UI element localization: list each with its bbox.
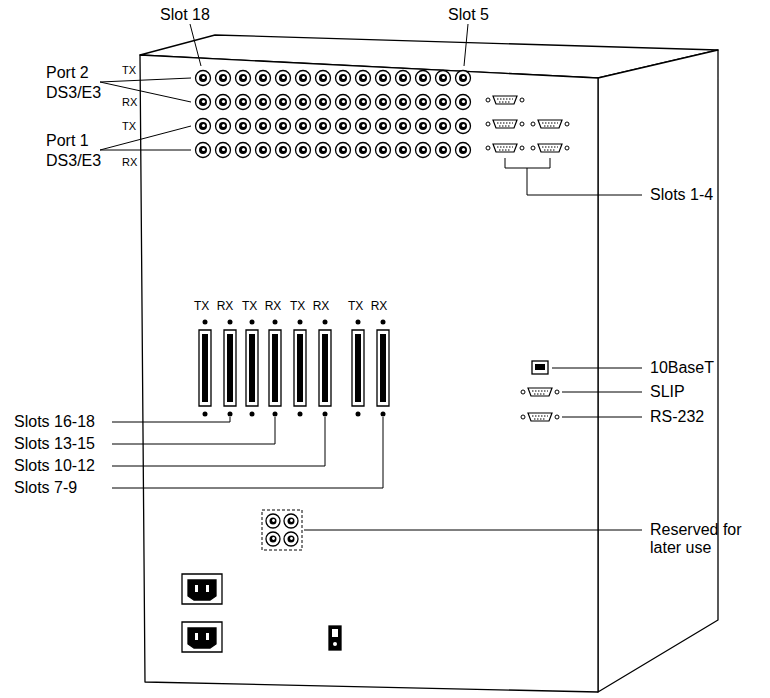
signal-label: TX: [122, 120, 136, 132]
power-inlet: [182, 574, 222, 604]
reserved-connectors: [262, 510, 302, 550]
db9-connector: [531, 120, 569, 128]
db9-connector: [486, 120, 524, 128]
power-inlet: [182, 622, 222, 652]
leader-line: [562, 392, 642, 393]
rj45-socket: [535, 364, 545, 370]
leader-line: [100, 78, 191, 102]
db9-connector: [521, 413, 559, 421]
leader-line: [190, 24, 201, 66]
big-connector: [377, 320, 389, 417]
leader-line: [112, 417, 230, 422]
signal-label: TX RX: [348, 300, 387, 313]
bracket-line: [505, 158, 642, 195]
slot-label: Slots 13-15: [14, 435, 95, 453]
large-connectors: [199, 320, 389, 417]
pin: [206, 633, 209, 640]
interface-label: DS3/E3: [46, 84, 101, 102]
power-switch: [329, 626, 341, 650]
db9-connector: [531, 144, 569, 152]
pin: [195, 585, 198, 592]
box-front: [140, 55, 598, 692]
big-connector: [224, 320, 236, 417]
leader-line: [464, 24, 468, 66]
leader-line: [100, 126, 191, 150]
chassis-box: [140, 35, 718, 692]
port-label: SLIP: [650, 383, 685, 401]
leader-line: [562, 417, 642, 418]
slot-1-4-connectors: [486, 96, 569, 152]
big-connector: [269, 320, 281, 417]
rj45-port: [532, 361, 548, 374]
leader-line: [112, 417, 325, 466]
bnc-connector: [284, 532, 298, 546]
signal-label: TX: [122, 64, 136, 76]
power-socket: [188, 580, 216, 600]
signal-label: RX: [122, 96, 137, 108]
slot-label: Slots 16-18: [14, 413, 95, 431]
box-side: [598, 50, 718, 692]
signal-label: TX RX: [194, 300, 233, 313]
pin: [206, 585, 209, 592]
slot-label: Slots 10-12: [14, 457, 95, 475]
slot-label: Slots 1-4: [650, 186, 713, 204]
slot-label: Slots 7-9: [14, 479, 77, 497]
power-inlets: [182, 574, 341, 652]
switch-mark: [333, 642, 337, 646]
power-socket: [188, 628, 216, 648]
db9-connector: [521, 388, 559, 396]
signal-label: TX RX: [290, 300, 329, 313]
note-label: Reserved for later use: [650, 521, 762, 556]
big-connector: [294, 320, 306, 417]
big-connector: [319, 320, 331, 417]
pin: [195, 633, 198, 640]
switch-rocker: [332, 629, 338, 637]
leader-line: [552, 368, 642, 369]
port-label: 10BaseT: [650, 359, 714, 377]
bnc-connector-array: [193, 66, 473, 162]
dashed-outline: [262, 510, 302, 550]
bnc-connector: [266, 532, 280, 546]
management-ports: [521, 361, 559, 421]
signal-label: RX: [122, 156, 137, 168]
bnc-connector: [266, 514, 280, 528]
big-connector: [199, 320, 211, 417]
signal-label: TX RX: [242, 300, 281, 313]
slot-label: Slot 18: [160, 6, 210, 24]
db9-connector: [486, 144, 524, 152]
leader-line: [112, 417, 383, 488]
leader-line: [112, 417, 275, 444]
port-label: Port 2: [46, 64, 89, 82]
port-label: Port 1: [46, 132, 89, 150]
leader-lines: [100, 24, 642, 530]
port-label: RS-232: [650, 408, 704, 426]
leader-line: [304, 530, 642, 531]
big-connector: [246, 320, 258, 417]
bnc-connector: [284, 514, 298, 528]
slot-label: Slot 5: [448, 6, 489, 24]
interface-label: DS3/E3: [46, 152, 101, 170]
big-connector: [352, 320, 364, 417]
db9-connector: [486, 96, 524, 104]
